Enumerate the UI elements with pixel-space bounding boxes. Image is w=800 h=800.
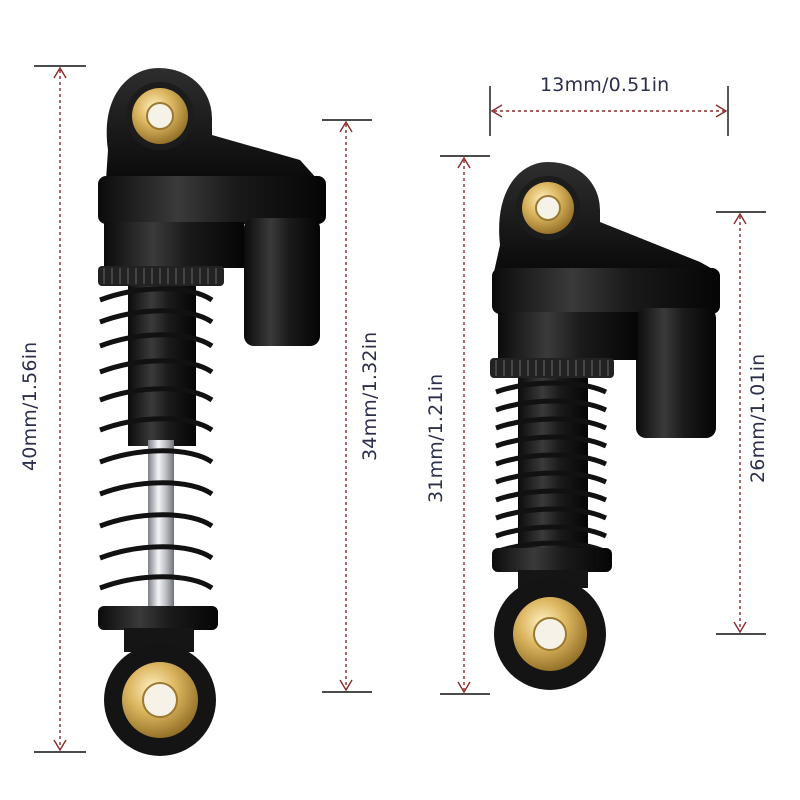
right-spring	[495, 380, 608, 555]
left-spring	[99, 286, 214, 591]
left-spring-seat	[98, 606, 218, 630]
left-reservoir	[244, 218, 320, 346]
dimension-lines	[34, 65, 766, 753]
left-preload-ring	[98, 266, 224, 286]
left-cap	[98, 176, 326, 224]
left-body	[104, 222, 244, 268]
right-spring-seat	[492, 548, 612, 572]
mount-width-label: 13mm/0.51in	[540, 74, 670, 96]
right-inner-height-label: 26mm/1.01in	[747, 353, 769, 483]
right-shock-absorber	[490, 162, 720, 690]
left-inner-height-label: 34mm/1.32in	[359, 331, 381, 461]
left-piston-rod	[148, 440, 174, 610]
right-body	[498, 312, 638, 360]
right-total-height-label: 31mm/1.21in	[425, 373, 447, 503]
left-shock-absorber	[98, 68, 326, 756]
right-reservoir	[636, 308, 716, 438]
right-cap	[492, 268, 720, 314]
left-total-height-label: 40mm/1.56in	[19, 341, 41, 471]
